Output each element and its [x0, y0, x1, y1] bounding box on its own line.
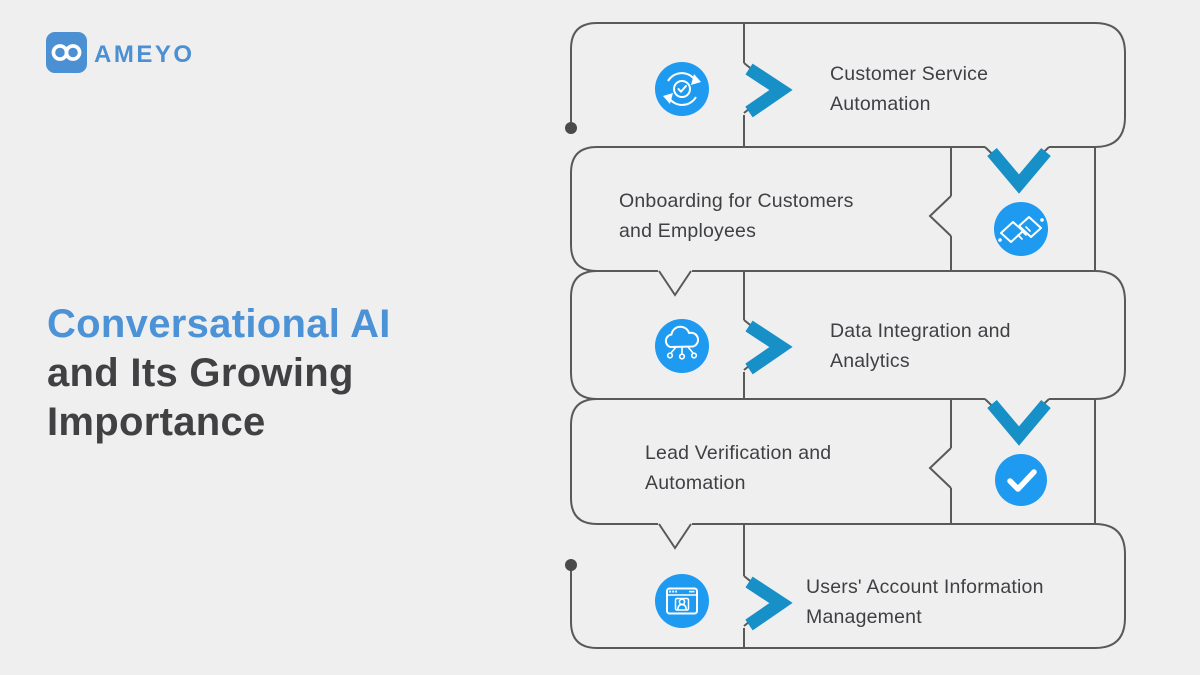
chevron-right-icon: [745, 576, 793, 631]
chevron-right-icon: [745, 320, 793, 375]
browser-user-icon: [655, 574, 709, 628]
chevron-down-icon: [987, 399, 1051, 446]
bubble-1-outline: [570, 22, 1126, 148]
title-line-3: Importance: [47, 400, 266, 444]
divider-notch-left-2: [928, 195, 952, 237]
bubble-3-label: Data Integration and Analytics: [830, 320, 1011, 372]
title-line-2: and Its Growing: [47, 351, 354, 395]
title-line-accent: Conversational AI: [47, 302, 391, 346]
bubble-4-label: Lead Verification and Automation: [645, 442, 832, 494]
brand-name: AMEYO: [94, 41, 195, 68]
bubble-2-tail: [658, 270, 692, 297]
bubble-5-outline: [570, 523, 1126, 649]
sync-gear-icon: [655, 62, 709, 116]
handshake-icon: [994, 202, 1048, 256]
check-icon: [995, 454, 1047, 506]
bubble-3-outline: [570, 270, 1126, 400]
endpoint-dot-bottom: [565, 559, 577, 571]
blue-chevrons: [745, 63, 1051, 631]
bubble-4-tail: [658, 523, 692, 550]
infinity-icon: [51, 44, 82, 61]
bubble-5-label: Users' Account Information Management: [806, 576, 1044, 628]
bubble-2-label: Onboarding for Customers and Employees: [619, 190, 854, 242]
ameyo-logo-mark: [46, 32, 87, 73]
endpoint-dot-top: [565, 122, 577, 134]
cloud-network-icon: [655, 319, 709, 373]
chevron-down-icon: [987, 147, 1051, 194]
chevron-right-icon: [745, 63, 793, 118]
divider-notch-left-4: [928, 447, 952, 489]
bubble-1-label: Customer Service Automation: [830, 63, 989, 115]
page-title: Conversational AI and Its Growing Import…: [47, 300, 391, 447]
